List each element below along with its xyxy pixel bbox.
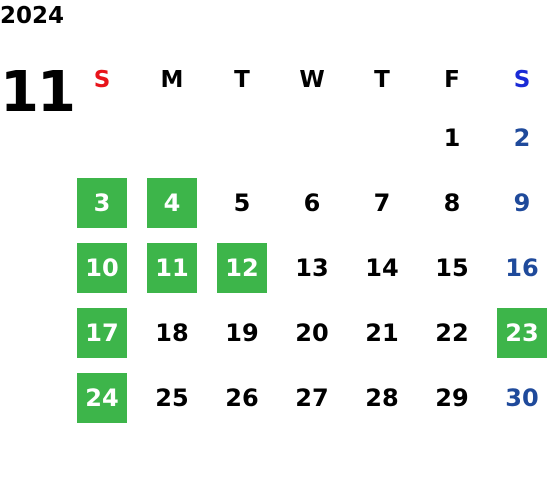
day-number: 25 [155,383,189,412]
day-cell-26[interactable]: 26 [207,365,277,430]
empty-day-cell [347,105,417,170]
day-number: 18 [155,318,189,347]
day-number: 11 [155,253,189,282]
day-cell-10[interactable]: 10 [67,235,137,300]
day-cell-11[interactable]: 11 [137,235,207,300]
day-cell-28[interactable]: 28 [347,365,417,430]
day-number: 10 [85,253,119,282]
day-number: 14 [365,253,399,282]
day-cell-19[interactable]: 19 [207,300,277,365]
day-number: 23 [505,318,539,347]
weekday-header-mon: M [160,67,184,93]
day-cell-17[interactable]: 17 [67,300,137,365]
day-number: 5 [233,188,251,217]
day-number: 20 [295,318,329,347]
day-number: 17 [85,318,119,347]
day-number: 9 [513,188,531,217]
day-cell-25[interactable]: 25 [137,365,207,430]
day-cell-14[interactable]: 14 [347,235,417,300]
day-cell-24[interactable]: 24 [67,365,137,430]
day-cell-12[interactable]: 12 [207,235,277,300]
day-number: 19 [225,318,259,347]
day-cell-9[interactable]: 9 [487,170,548,235]
day-cell-2[interactable]: 2 [487,105,548,170]
day-cell-20[interactable]: 20 [277,300,347,365]
day-cell-27[interactable]: 27 [277,365,347,430]
weekday-header-tue: T [234,67,250,93]
day-number: 15 [435,253,469,282]
day-cell-5[interactable]: 5 [207,170,277,235]
weekday-header-sat: S [513,67,531,93]
day-number: 24 [85,383,119,412]
day-cell-4[interactable]: 4 [137,170,207,235]
day-number: 3 [93,188,111,217]
weekday-header-fri: F [444,67,460,93]
day-number: 26 [225,383,259,412]
day-cell-3[interactable]: 3 [67,170,137,235]
day-cell-29[interactable]: 29 [417,365,487,430]
day-cell-6[interactable]: 6 [277,170,347,235]
day-number: 13 [295,253,329,282]
day-cell-30[interactable]: 30 [487,365,548,430]
weekday-header-thu: T [374,67,390,93]
day-number: 29 [435,383,469,412]
day-number: 16 [505,253,539,282]
empty-day-cell [207,105,277,170]
empty-day-cell [137,105,207,170]
day-cell-16[interactable]: 16 [487,235,548,300]
day-number: 28 [365,383,399,412]
day-number: 1 [443,123,461,152]
day-number: 4 [163,188,181,217]
empty-day-cell [277,105,347,170]
weekday-header-sun: S [93,67,111,93]
day-cell-13[interactable]: 13 [277,235,347,300]
year-label: 2024 [0,3,65,29]
day-number: 2 [513,123,531,152]
day-cell-21[interactable]: 21 [347,300,417,365]
day-cell-15[interactable]: 15 [417,235,487,300]
weekday-header-wed: W [299,67,325,93]
day-number: 27 [295,383,329,412]
day-cell-18[interactable]: 18 [137,300,207,365]
day-number: 7 [373,188,391,217]
day-cell-8[interactable]: 8 [417,170,487,235]
day-cell-1[interactable]: 1 [417,105,487,170]
day-number: 30 [505,383,539,412]
month-number: 11 [0,60,76,125]
day-cell-22[interactable]: 22 [417,300,487,365]
day-cell-23[interactable]: 23 [487,300,548,365]
empty-day-cell [67,105,137,170]
day-number: 21 [365,318,399,347]
day-cell-7[interactable]: 7 [347,170,417,235]
day-number: 6 [303,188,321,217]
day-number: 8 [443,188,461,217]
day-number: 12 [225,253,259,282]
day-number: 22 [435,318,469,347]
